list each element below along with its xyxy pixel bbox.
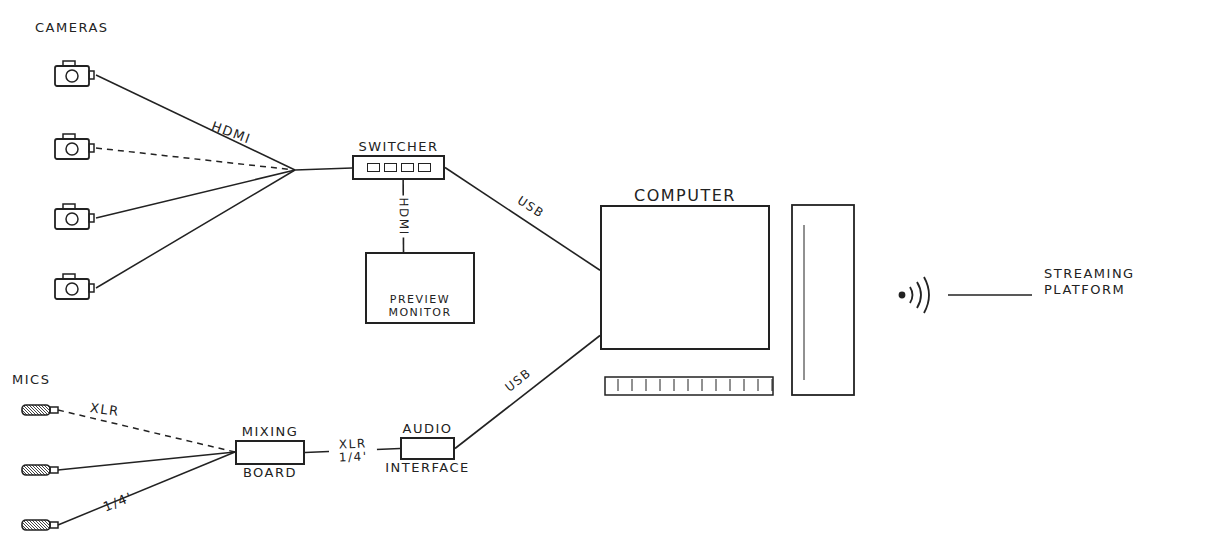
cable-label: HDMI (397, 195, 410, 237)
switcher-button (384, 163, 397, 172)
usb-cable (455, 336, 600, 449)
computer-monitor: COMPUTER (600, 186, 770, 350)
audio-interface: AUDIO INTERFACE (385, 421, 470, 475)
microphone-icon (22, 405, 58, 415)
switcher-box-outline (352, 155, 445, 180)
camera-icon (55, 61, 94, 86)
mixing-board-outline (235, 440, 305, 465)
camera-icon (55, 134, 94, 159)
switcher-button (367, 163, 380, 172)
upload-line (948, 294, 1032, 296)
node-label: SWITCHER (358, 139, 438, 155)
switcher-button (418, 163, 431, 172)
camera-icon (55, 274, 94, 299)
switcher-box: SWITCHER (352, 139, 445, 180)
preview-monitor-outline: PREVIEW MONITOR (365, 252, 475, 324)
microphone-icon (22, 520, 58, 530)
cable-label: HDMI (209, 118, 253, 147)
destination-label: STREAMING PLATFORM (1044, 266, 1174, 297)
preview-monitor: PREVIEW MONITOR (365, 252, 475, 324)
group-title: CAMERAS (35, 20, 109, 36)
node-label: INTERFACE (385, 460, 470, 476)
cable-label: USB (502, 366, 536, 397)
group-title: MICS (12, 372, 50, 388)
camera-cables (96, 75, 352, 288)
tower-detail (804, 225, 805, 380)
mixing-board: MIXING BOARD (235, 424, 305, 480)
keyboard (605, 377, 773, 395)
computer-monitor-outline (600, 205, 770, 350)
node-label: COMPUTER (634, 186, 736, 205)
cable-label: XLR 1/4' (328, 437, 377, 465)
switcher-button (401, 163, 414, 172)
camera-icon (55, 204, 94, 229)
node-label: MIXING (242, 424, 299, 440)
microphone-icon (22, 465, 58, 475)
cable-label: USB (513, 193, 548, 222)
wireless-symbol (900, 277, 930, 313)
computer-tower (792, 205, 854, 395)
audio-interface-outline (400, 437, 455, 460)
node-label: AUDIO (403, 421, 453, 437)
cable-label: XLR (89, 400, 121, 420)
usb-cable (445, 168, 600, 271)
cable-label: 1/4' (101, 489, 135, 515)
node-label: PREVIEW MONITOR (371, 293, 469, 322)
node-label: BOARD (243, 465, 297, 481)
mic-cables (58, 410, 235, 525)
